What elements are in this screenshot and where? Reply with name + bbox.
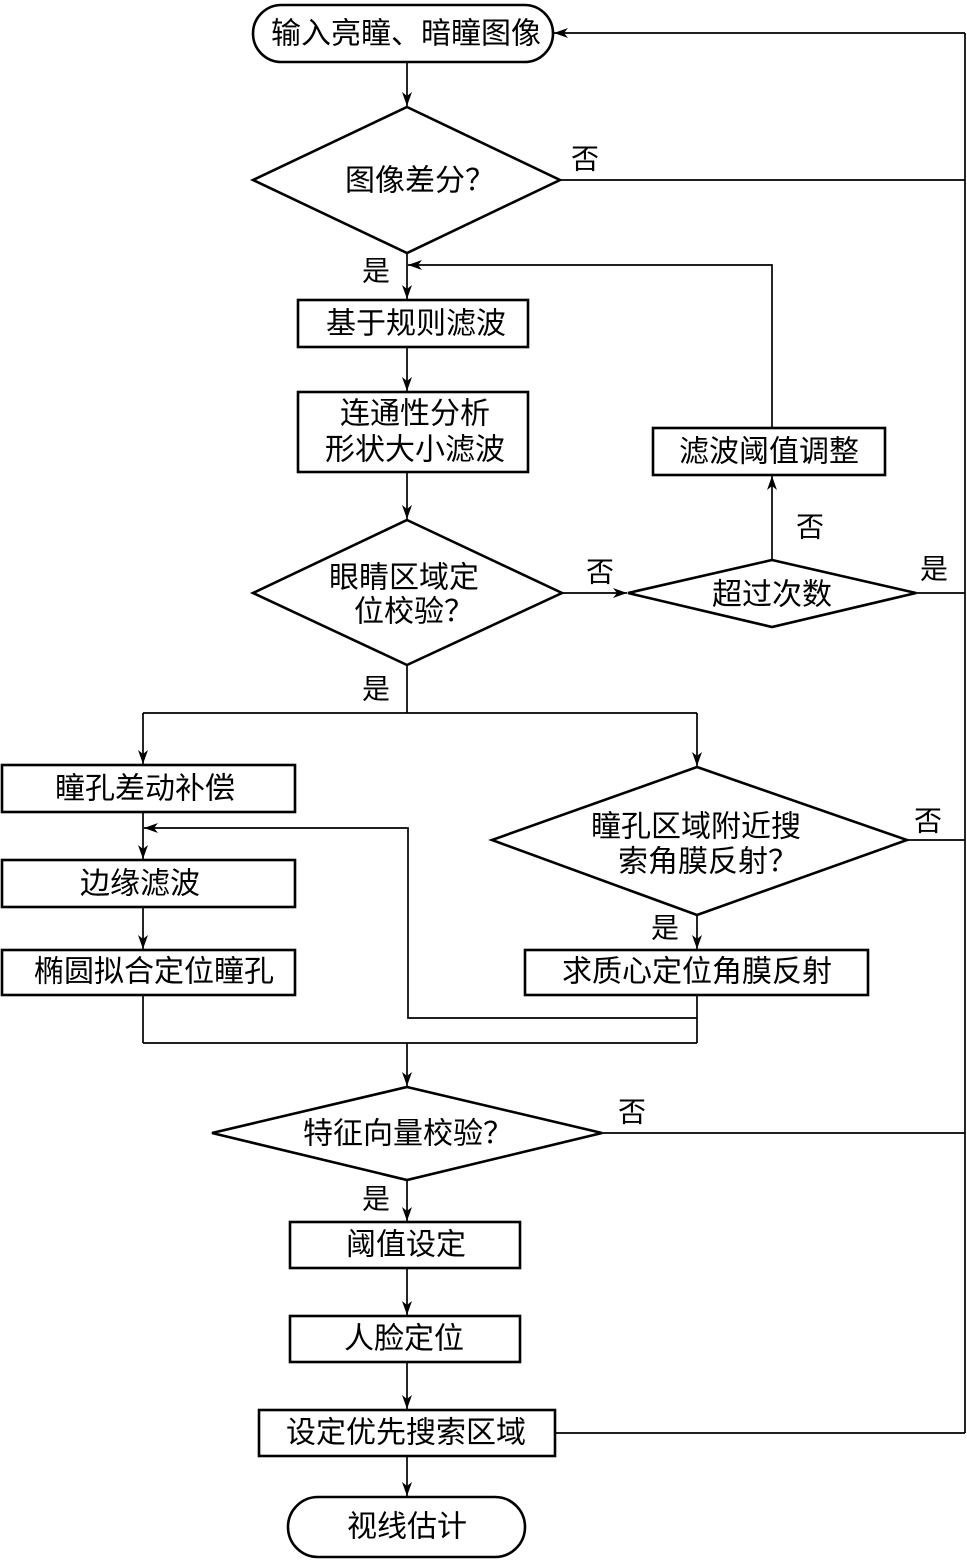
branch-label-exceed-no: 否 <box>796 513 824 544</box>
branch-label-feature-no: 否 <box>618 1098 646 1129</box>
ellipse-fit-label: 椭圆拟合定位瞳孔 <box>34 956 274 989</box>
feature-vector-check-label: 特征向量校验？ <box>303 1118 513 1151</box>
face-locate-label: 人脸定位 <box>344 1323 464 1356</box>
branch-label-image-diff-yes: 是 <box>362 257 390 288</box>
node-pupil-compensation <box>0 763 297 814</box>
edge-centroid-loop-to-edge-filter <box>144 823 697 1019</box>
node-centroid <box>523 948 870 997</box>
eye-region-check-label-line2: 位校验？ <box>354 596 474 629</box>
node-start-terminal <box>251 3 555 64</box>
node-edge-filter <box>0 858 297 909</box>
edge-filter-label: 边缘滤波 <box>80 868 200 901</box>
node-priority-region <box>257 1408 557 1458</box>
start-label: 输入亮瞳、暗瞳图像 <box>271 18 541 51</box>
node-connectivity <box>296 390 530 474</box>
threshold-adjust-label: 滤波阈值调整 <box>679 436 859 469</box>
eye-region-check-label-line1: 眼睛区域定 <box>329 562 479 595</box>
end-label: 视线估计 <box>347 1511 467 1544</box>
node-ellipse-fit <box>0 948 297 997</box>
branch-label-exceed-yes: 是 <box>920 555 948 586</box>
rule-filter-label: 基于规则滤波 <box>326 308 506 341</box>
corneal-search-label-line2: 索角膜反射？ <box>618 846 798 879</box>
branch-label-feature-yes: 是 <box>362 1185 390 1216</box>
node-image-diff-decision <box>249 105 564 255</box>
branch-label-corneal-yes: 是 <box>651 914 679 945</box>
connectivity-label-line1: 连通性分析 <box>340 398 490 431</box>
pupil-compensation-label: 瞳孔差动补偿 <box>55 773 235 806</box>
priority-region-label: 设定优先搜索区域 <box>286 1417 526 1450</box>
centroid-label: 求质心定位角膜反射 <box>562 956 832 989</box>
node-exceed-count-decision <box>627 558 917 629</box>
node-threshold-set <box>288 1220 522 1270</box>
node-face-locate <box>288 1314 522 1364</box>
corneal-search-label-line1: 瞳孔区域附近搜 <box>591 811 801 844</box>
exceed-count-label: 超过次数 <box>712 579 832 612</box>
threshold-set-label: 阈值设定 <box>346 1229 466 1262</box>
branch-labels: 否 是 否 是 否 是 否 是 否 是 <box>362 145 948 1216</box>
branch-label-image-diff-no: 否 <box>571 145 599 176</box>
branch-label-eye-check-yes: 是 <box>362 675 390 706</box>
edge-threshold-adjust-loop-to-rule-filter <box>408 260 773 428</box>
node-corneal-search-decision <box>488 765 911 917</box>
image-diff-label: 图像差分？ <box>345 165 495 198</box>
node-feature-vector-check-decision <box>211 1085 603 1182</box>
node-eye-region-check-decision <box>249 518 566 667</box>
node-threshold-adjust <box>651 426 887 477</box>
node-end-terminal <box>286 1495 527 1559</box>
branch-label-corneal-no: 否 <box>914 807 942 838</box>
nodes <box>0 3 917 1559</box>
connectors <box>138 28 966 1496</box>
node-labels: 输入亮瞳、暗瞳图像 图像差分？ 基于规则滤波 连通性分析 形状大小滤波 眼睛区域… <box>34 18 859 1544</box>
branch-label-eye-check-no: 否 <box>586 558 614 589</box>
node-rule-filter <box>296 298 530 349</box>
connectivity-label-line2: 形状大小滤波 <box>325 434 505 467</box>
